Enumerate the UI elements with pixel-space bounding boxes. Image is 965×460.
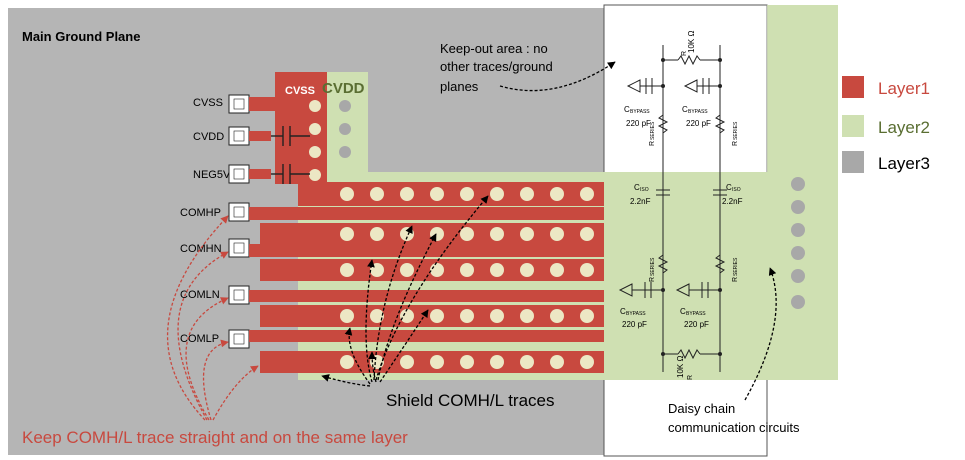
c-iso-label-2: C	[726, 183, 732, 192]
keep-out-note: Keep-out area : no other traces/ground p…	[440, 41, 553, 94]
r-iso-top-value: 10K Ω	[687, 31, 696, 53]
cvdd-vias	[339, 100, 351, 158]
legend-label-layer2: Layer2	[878, 118, 930, 137]
c-bypass-value-2: 220 pF	[686, 119, 711, 128]
layer3-vias	[791, 177, 805, 309]
legend-swatch-layer1	[842, 76, 864, 98]
shield-vias	[340, 187, 594, 369]
pin-label-comhn: COMHN	[180, 243, 222, 255]
pin-labels: CVSS CVDD NEG5V COMHP COMHN COMLN COMLP	[180, 97, 231, 345]
keep-straight-note: Keep COMH/L trace straight and on the sa…	[22, 428, 408, 447]
cvss-plane-label: CVSS	[285, 85, 315, 97]
keep-out-note-line-2: other traces/ground	[440, 59, 553, 74]
daisy-chain-note-line-1: Daisy chain	[668, 401, 735, 416]
daisy-chain-note-line-2: communication circuits	[668, 420, 800, 435]
pin-label-cvss: CVSS	[193, 97, 223, 109]
r-series-sub-4: SERIES	[733, 257, 739, 276]
c-bypass-sub-2: BYPASS	[688, 109, 708, 115]
pin-label-comln: COMLN	[180, 289, 220, 301]
r-series-sub-3: SERIES	[650, 257, 656, 276]
c-bypass-sub-4: BYPASS	[686, 311, 706, 317]
r-series-sub-1: SERIES	[650, 121, 656, 140]
pin-label-comlp: COMLP	[180, 333, 219, 345]
r-iso-top-label: R	[681, 51, 688, 56]
c-bypass-value-1: 220 pF	[626, 119, 651, 128]
r-series-sub-2: SERIES	[733, 121, 739, 140]
schematic-labels: R 10K Ω C BYPASS 220 pF C BYPASS 220 pF …	[620, 31, 743, 380]
keep-out-arrow	[499, 61, 616, 92]
r-series-label-1: R	[649, 141, 656, 146]
legend-label-layer1: Layer1	[878, 79, 930, 98]
legend-swatch-layer2	[842, 115, 864, 137]
c-bypass-value-4: 220 pF	[684, 320, 709, 329]
pin-label-neg5v: NEG5V	[193, 169, 231, 181]
r-series-label-2: R	[732, 141, 739, 146]
main-ground-plane-title: Main Ground Plane	[22, 29, 140, 44]
c-iso-value-2: 2.2nF	[722, 197, 743, 206]
r-series-label-3: R	[649, 277, 656, 282]
r-iso-bot-label: R	[687, 375, 694, 380]
shield-arrows	[321, 195, 489, 387]
ground-symbols	[618, 79, 698, 297]
c-bypass-sub-1: BYPASS	[630, 109, 650, 115]
legend-label-layer3: Layer3	[878, 154, 930, 173]
r-iso-bot-value: 10K Ω	[676, 356, 685, 378]
c-bypass-label-4: C	[680, 307, 686, 316]
c-bypass-value-3: 220 pF	[622, 320, 647, 329]
c-bypass-label-3: C	[620, 307, 626, 316]
r-series-label-4: R	[732, 277, 739, 282]
c-iso-sub-1: ISO	[640, 187, 649, 193]
pin-traces	[249, 97, 279, 179]
c-bypass-label-2: C	[682, 105, 688, 114]
c-bypass-sub-3: BYPASS	[626, 311, 646, 317]
c-iso-sub-2: ISO	[732, 187, 741, 193]
keep-out-note-line-1: Keep-out area : no	[440, 41, 548, 56]
c-bypass-label-1: C	[624, 105, 630, 114]
keep-out-note-line-3: planes	[440, 79, 479, 94]
pin-label-comhp: COMHP	[180, 207, 221, 219]
daisy-chain-arrow	[744, 267, 777, 401]
legend: Layer1 Layer2 Layer3	[842, 76, 930, 173]
decoupling-capacitors	[271, 126, 310, 184]
shield-note: Shield COMH/L traces	[386, 391, 554, 410]
cvss-vias	[309, 100, 321, 181]
keep-straight-arrows	[166, 215, 259, 421]
c-iso-value-1: 2.2nF	[630, 197, 651, 206]
schematic-nodes	[661, 58, 722, 356]
daisy-chain-schematic	[632, 45, 727, 372]
pin-label-cvdd: CVDD	[193, 131, 224, 143]
legend-swatch-layer3	[842, 151, 864, 173]
c-iso-label-1: C	[634, 183, 640, 192]
cvdd-plane-label: CVDD	[322, 80, 365, 97]
